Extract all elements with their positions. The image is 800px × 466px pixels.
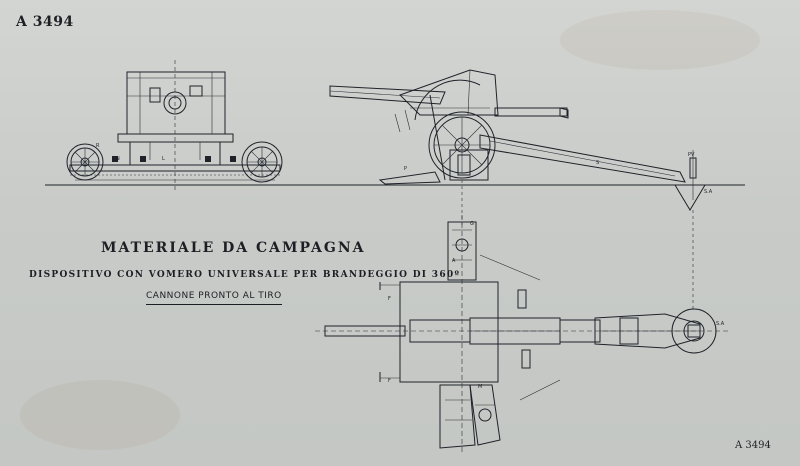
side-letter-p: P — [404, 166, 407, 172]
plan-trail — [594, 313, 701, 349]
drawing-subtitle: DISPOSITIVO CON VOMERO UNIVERSALE PER BR… — [29, 270, 461, 280]
side-barrel — [329, 85, 446, 105]
front-letter-l: L — [162, 156, 165, 162]
front-letter-r: R — [96, 143, 100, 149]
drawing-title: MATERIALE DA CAMPAGNA — [101, 240, 366, 256]
plan-letter-sa: S.A — [716, 321, 725, 327]
plan-lower-track — [439, 384, 501, 449]
front-letter-n: N — [116, 156, 120, 162]
plan-letter-m: M — [478, 384, 482, 390]
plan-letter-a: A — [452, 258, 456, 264]
side-letter-pv: PV — [688, 152, 695, 158]
plan-letter-g: G — [470, 221, 474, 227]
plan-letter-f1: F — [388, 296, 391, 302]
front-right-wheel — [241, 141, 283, 183]
side-letter-sa: S.A — [704, 189, 713, 195]
front-axle — [117, 133, 234, 143]
side-spade — [674, 184, 706, 211]
plan-shield — [399, 281, 499, 383]
side-mechanism — [449, 149, 489, 181]
side-letter-s: S — [596, 160, 599, 166]
front-shield-frame — [126, 71, 226, 135]
sheet-reference-bottom: A 3494 — [735, 440, 771, 451]
paper-stain — [560, 10, 760, 70]
side-view: P S PV S.A — [329, 69, 713, 211]
front-view: R L N — [66, 60, 283, 190]
side-wheel — [428, 111, 496, 179]
paper-stain — [20, 380, 180, 450]
side-trail — [479, 134, 686, 183]
drawing-caption: CANNONE PRONTO AL TIRO — [146, 291, 282, 305]
plan-letter-f2: F — [388, 378, 391, 384]
sheet-reference-top: A 3494 — [16, 14, 74, 30]
front-left-wheel — [66, 143, 104, 181]
plan-view: S.A F F G A M — [315, 215, 730, 455]
